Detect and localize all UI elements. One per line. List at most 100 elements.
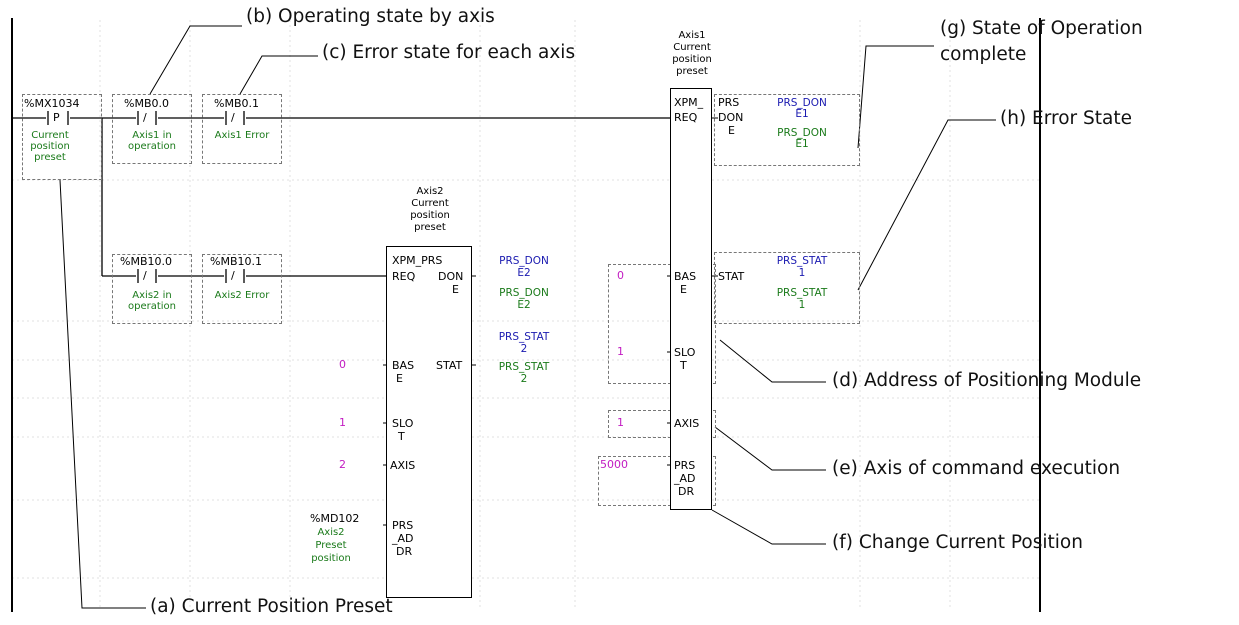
fb1-req-port: REQ (674, 111, 698, 124)
fb1-prsaddr-input-box (598, 456, 716, 506)
fb2-slot-port-2: T (398, 430, 405, 443)
fb2-done-port-2: E (452, 283, 459, 296)
fb1-slot-port-1: SLO (674, 346, 696, 359)
fb2-base-port-1: BAS (392, 359, 415, 372)
leader-f (711, 509, 826, 545)
contact-mb10-0-address: %MB10.0 (120, 255, 172, 268)
fb1-prsaddr-value: 5000 (600, 458, 628, 471)
contact-mb0-0-comment-1: Axis1 in (132, 130, 172, 141)
fb1-stat-comment-1: PRS_STAT (776, 287, 828, 299)
contact-mb10-0-symbol: / (143, 269, 147, 282)
fb1-slot-value: 1 (617, 345, 624, 358)
fb2-done-comment-2: E2 (517, 299, 531, 311)
fb2-prsaddr-variable: %MD102 (310, 512, 360, 525)
annotation-f: (f) Change Current Position (832, 532, 1083, 553)
fb1-base-port-1: BAS (674, 270, 697, 283)
fb2-axis-value: 2 (339, 458, 346, 471)
fb2-xpm-prs-block (386, 246, 472, 598)
contact-mb10-1-comment: Axis2 Error (214, 290, 270, 301)
fb1-axis-input-box (608, 410, 716, 438)
contact-box-mb10-0 (112, 254, 192, 324)
fb2-stat-variable-1: PRS_STAT (498, 331, 550, 343)
fb1-base-port-2: E (680, 283, 687, 296)
fb2-stat-variable-2: 2 (520, 343, 528, 355)
contact-mx1034-comment-3: preset (34, 152, 66, 163)
fb2-stat-comment-1: PRS_STAT (498, 361, 550, 373)
fb1-done-port-2: E (728, 124, 735, 137)
fb1-stat-variable-1: PRS_STAT (776, 255, 828, 267)
contact-mx1034-comment-2: position (30, 141, 70, 152)
contact-box-mx1034 (22, 94, 102, 180)
fb2-stat-comment-2: 2 (520, 373, 528, 385)
annotation-d: (d) Address of Positioning Module (832, 370, 1142, 391)
fb1-name-a: XPM_ (674, 96, 704, 109)
fb1-title-3: position (672, 54, 712, 65)
contact-mb0-0 (137, 111, 157, 125)
contact-mb0-0-address: %MB0.0 (124, 97, 169, 110)
contact-mb10-1-symbol: / (231, 269, 235, 282)
fb2-prsaddr-port-2: _AD (392, 532, 414, 545)
annotation-e: (e) Axis of command execution (832, 458, 1121, 479)
fb1-prsaddr-port-3: DR (678, 485, 695, 498)
fb2-base-port-2: E (396, 372, 403, 385)
fb2-name: XPM_PRS (392, 254, 443, 267)
leader-d (719, 339, 826, 383)
fb1-stat-port: STAT (718, 270, 745, 283)
fb1-name-b: PRS (718, 96, 740, 109)
fb2-base-value: 0 (339, 358, 346, 371)
fb2-done-comment-1: PRS_DON (499, 287, 549, 299)
contact-mb10-0-comment-1: Axis2 in (132, 290, 172, 301)
annotation-c: (c) Error state for each axis (322, 42, 576, 63)
fb1-axis-value: 1 (617, 416, 624, 429)
fb1-title-2: Current (673, 42, 711, 53)
annotation-b: (b) Operating state by axis (246, 6, 495, 27)
fb1-done-comment-2: E1 (795, 138, 809, 150)
fb1-stat-variable-2: 1 (798, 267, 806, 279)
fb1-title-1: Axis1 (678, 30, 706, 41)
fb1-done-variable-2: E1 (795, 108, 809, 120)
fb1-stat-comment-2: 1 (798, 299, 806, 311)
contact-mb10-0 (137, 269, 157, 283)
leader-g (857, 45, 934, 149)
fb1-stat-output-box (714, 252, 860, 324)
fb2-title-4: preset (414, 222, 446, 233)
fb2-title-1: Axis2 (416, 186, 444, 197)
fb1-title-4: preset (676, 66, 708, 77)
fb1-axis-port: AXIS (674, 417, 700, 430)
fb2-title-3: position (410, 210, 450, 221)
fb2-prsaddr-port-1: PRS (392, 519, 414, 532)
contact-box-mb0-0 (112, 94, 192, 164)
contact-mb0-0-symbol: / (143, 111, 147, 124)
contact-mb0-1-address: %MB0.1 (214, 97, 259, 110)
rung-2-wire (101, 118, 387, 277)
contact-mb10-1 (225, 269, 245, 283)
contact-mb0-1 (225, 111, 245, 125)
contact-mx1034-address: %MX1034 (24, 97, 80, 110)
fb2-slot-value: 1 (339, 416, 346, 429)
leader-h (857, 119, 996, 291)
fb2-title-2: Current (411, 198, 449, 209)
fb2-prsaddr-comment-1: Axis2 (317, 527, 345, 538)
editor-grid (12, 20, 1040, 610)
contact-mx1034-symbol: P (53, 111, 60, 124)
contact-mb0-0-comment-2: operation (127, 141, 176, 152)
leader-a (59, 179, 146, 609)
contact-mb0-1-symbol: / (231, 111, 235, 124)
contact-mb0-1-comment: Axis1 Error (214, 130, 270, 141)
fb1-xpm-prs-block (670, 88, 712, 510)
fb2-prsaddr-comment-2: Preset (315, 540, 347, 551)
contact-mb10-1-address: %MB10.1 (210, 255, 262, 268)
fb2-prsaddr-port-3: DR (396, 545, 413, 558)
fb2-done-port-1: DON (438, 270, 464, 283)
annotation-h: (h) Error State (1000, 108, 1132, 129)
annotation-g-line-2: complete (940, 44, 1027, 65)
fb2-req-port: REQ (392, 270, 416, 283)
leader-c (239, 55, 318, 95)
fb2-done-variable-2: E2 (517, 267, 531, 279)
contact-box-mb10-1 (202, 254, 282, 324)
contact-mx1034 (47, 111, 69, 125)
fb2-prsaddr-comment-3: position (311, 553, 351, 564)
fb2-axis-port: AXIS (390, 459, 416, 472)
